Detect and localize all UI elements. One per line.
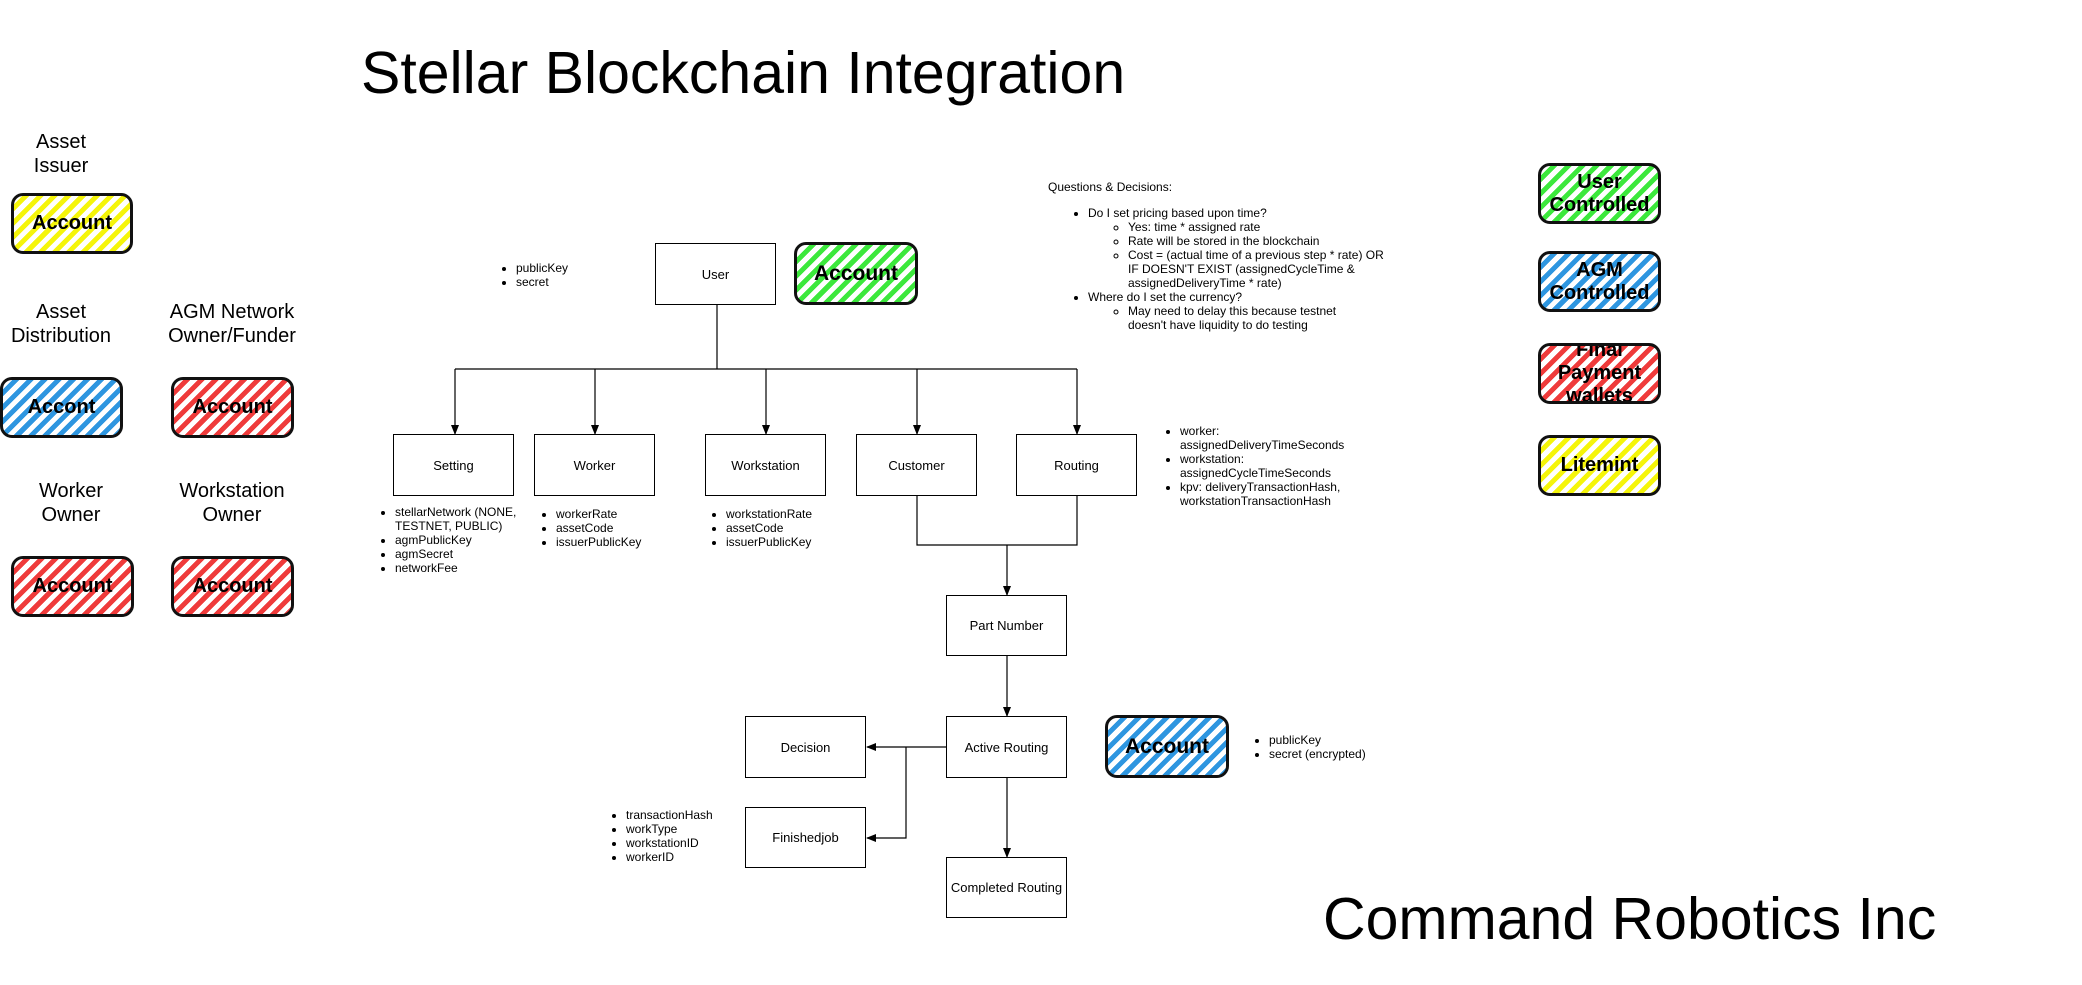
workstation-fields: workstationRate assetCode issuerPublicKe… xyxy=(710,507,812,549)
routing-fields: worker: assignedDeliveryTimeSeconds work… xyxy=(1164,424,1370,508)
setting-fields: stellarNetwork (NONE, TESTNET, PUBLIC) a… xyxy=(379,505,545,575)
page-title: Stellar Blockchain Integration xyxy=(361,40,1126,106)
legend-litemint: Litemint xyxy=(1538,435,1661,496)
questions-heading: Questions & Decisions: xyxy=(1048,180,1173,194)
node-customer: Customer xyxy=(856,434,977,496)
node-user: User xyxy=(655,243,776,305)
label-asset-distribution: Asset Distribution xyxy=(10,301,112,347)
edge-to-finished-job xyxy=(866,747,907,842)
label-workstation-owner: Workstation Owner xyxy=(179,480,285,526)
legend-final-payment-wallets: Final Payment wallets xyxy=(1538,343,1661,404)
node-active-routing: Active Routing xyxy=(946,716,1067,778)
user-fields: publicKey secret xyxy=(500,261,568,289)
node-decision: Decision xyxy=(745,716,866,778)
worker-fields: workerRate assetCode issuerPublicKey xyxy=(540,507,641,549)
account-workstation-owner: Account xyxy=(171,556,294,617)
node-completed-routing: Completed Routing xyxy=(946,857,1067,918)
account-asset-issuer: Account xyxy=(11,193,133,254)
account-asset-distribution: Accont xyxy=(0,377,123,438)
node-finished-job: Finishedjob xyxy=(745,807,866,868)
company-name: Command Robotics Inc xyxy=(1323,886,1937,952)
question-currency: Where do I set the currency? xyxy=(1088,290,1243,304)
node-routing: Routing xyxy=(1016,434,1137,496)
legend-agm-controlled: AGM Controlled xyxy=(1538,251,1661,312)
question-pricing: Do I set pricing based upon time? xyxy=(1088,206,1267,220)
account-active-routing: Account xyxy=(1105,715,1229,778)
account-user: Account xyxy=(794,242,918,305)
active-routing-fields: publicKey secret (encrypted) xyxy=(1253,733,1366,761)
node-part-number: Part Number xyxy=(946,595,1067,656)
label-agm-network: AGM Network Owner/Funder xyxy=(168,301,296,347)
edge-customer-routing-join xyxy=(916,496,1078,546)
label-worker-owner: Worker Owner xyxy=(38,480,104,526)
node-worker: Worker xyxy=(534,434,655,496)
node-setting: Setting xyxy=(393,434,514,496)
questions-decisions: Questions & Decisions: Do I set pricing … xyxy=(1048,180,1388,332)
label-asset-issuer: Asset Issuer xyxy=(33,131,89,177)
node-workstation: Workstation xyxy=(705,434,826,496)
finished-job-fields: transactionHash workType workstationID w… xyxy=(610,808,713,864)
account-agm-network: Account xyxy=(171,377,294,438)
account-worker-owner: Account xyxy=(11,556,134,617)
legend-user-controlled: User Controlled xyxy=(1538,163,1661,224)
